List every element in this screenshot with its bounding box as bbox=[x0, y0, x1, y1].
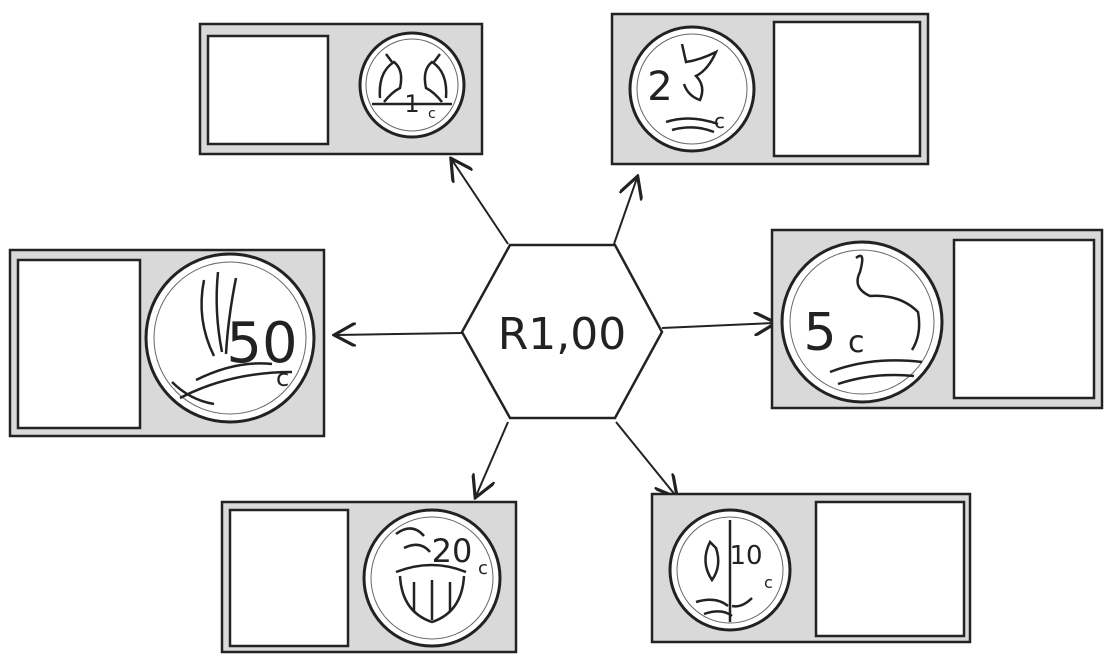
coin-card-5c: 5 c bbox=[772, 230, 1102, 408]
coin-5c-numeral: 5 bbox=[803, 303, 836, 363]
coin-1c-unit: c bbox=[428, 106, 436, 122]
arrow-to-20c bbox=[476, 422, 508, 496]
coin-card-50c: 50 c bbox=[10, 250, 324, 436]
answer-box-50c[interactable] bbox=[18, 260, 140, 428]
center-hexagon: R1,00 bbox=[462, 245, 662, 418]
coin-2c-numeral: 2 bbox=[647, 64, 672, 110]
arrow-to-2c bbox=[614, 178, 637, 244]
coin-card-2c: 2 c bbox=[612, 14, 928, 164]
coin-10c: 10 c bbox=[670, 510, 790, 630]
answer-box-10c[interactable] bbox=[816, 502, 964, 636]
coin-50c-unit: c bbox=[276, 364, 289, 392]
coin-card-1c: 1 c bbox=[200, 24, 482, 154]
coin-10c-numeral: 10 bbox=[729, 541, 762, 571]
coin-1c-numeral: 1 bbox=[404, 90, 419, 118]
answer-box-2c[interactable] bbox=[774, 22, 920, 156]
coin-20c-numeral: 20 bbox=[432, 532, 473, 570]
arrow-to-10c bbox=[616, 422, 676, 496]
coin-card-10c: 10 c bbox=[652, 494, 970, 642]
coin-5c-unit: c bbox=[848, 325, 865, 360]
answer-box-1c[interactable] bbox=[208, 36, 328, 144]
arrow-to-1c bbox=[452, 160, 508, 244]
arrow-to-5c bbox=[662, 323, 774, 328]
coin-50c: 50 c bbox=[146, 254, 314, 422]
coin-10c-unit: c bbox=[764, 573, 773, 592]
arrow-to-50c bbox=[336, 333, 462, 335]
answer-box-20c[interactable] bbox=[230, 510, 348, 646]
coin-2c-unit: c bbox=[714, 109, 725, 133]
coin-5c: 5 c bbox=[782, 242, 942, 402]
coin-2c: 2 c bbox=[630, 27, 754, 151]
center-amount: R1,00 bbox=[498, 309, 627, 360]
coin-card-20c: 20 c bbox=[222, 502, 516, 652]
coin-1c: 1 c bbox=[360, 33, 464, 137]
coin-20c: 20 c bbox=[364, 510, 500, 646]
coin-20c-unit: c bbox=[478, 558, 488, 579]
answer-box-5c[interactable] bbox=[954, 240, 1094, 398]
